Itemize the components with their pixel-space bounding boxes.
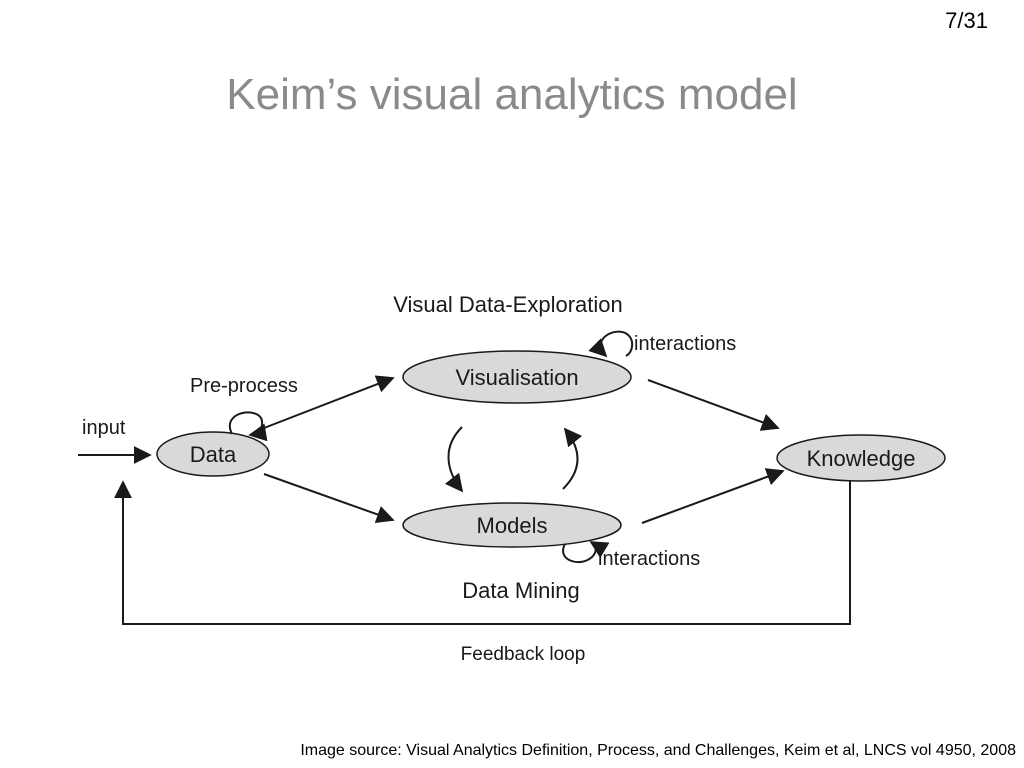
models-node-label: Models [477,513,548,538]
keim-model-diagram: Visual Data-Exploration Data Mining Data… [78,292,946,665]
visualisation-node-label: Visualisation [455,365,578,390]
feedback-loop-line [114,480,851,625]
preprocess-label: Pre-process [190,375,298,397]
slide-number: 7/31 [945,8,988,33]
interactions-top-label: interactions [634,333,736,355]
visualisation-to-models-curve [444,426,464,493]
data-to-models-arrow [263,473,395,524]
data-to-visualisation-arrow [263,375,395,429]
image-source-caption: Image source: Visual Analytics Definitio… [300,742,1016,759]
input-label: input [82,417,126,439]
models-interactions-loop [562,541,610,563]
models-node: Models [402,502,622,548]
slide-title: Keim’s visual analytics model [226,70,798,119]
data-node: Data [156,431,270,477]
visualisation-interactions-loop [588,330,634,358]
interactions-bottom-label: interactions [598,548,700,570]
knowledge-node: Knowledge [776,434,946,482]
models-to-knowledge-arrow [641,468,785,524]
preprocess-loop [228,411,268,442]
visualisation-node: Visualisation [402,350,632,404]
models-to-visualisation-curve [562,427,583,490]
data-node-label: Data [190,442,237,467]
visual-data-exploration-heading: Visual Data-Exploration [393,292,623,317]
data-mining-heading: Data Mining [462,578,579,603]
knowledge-node-label: Knowledge [807,446,916,471]
feedback-loop-label: Feedback loop [461,644,586,665]
visualisation-to-knowledge-arrow [647,379,780,431]
